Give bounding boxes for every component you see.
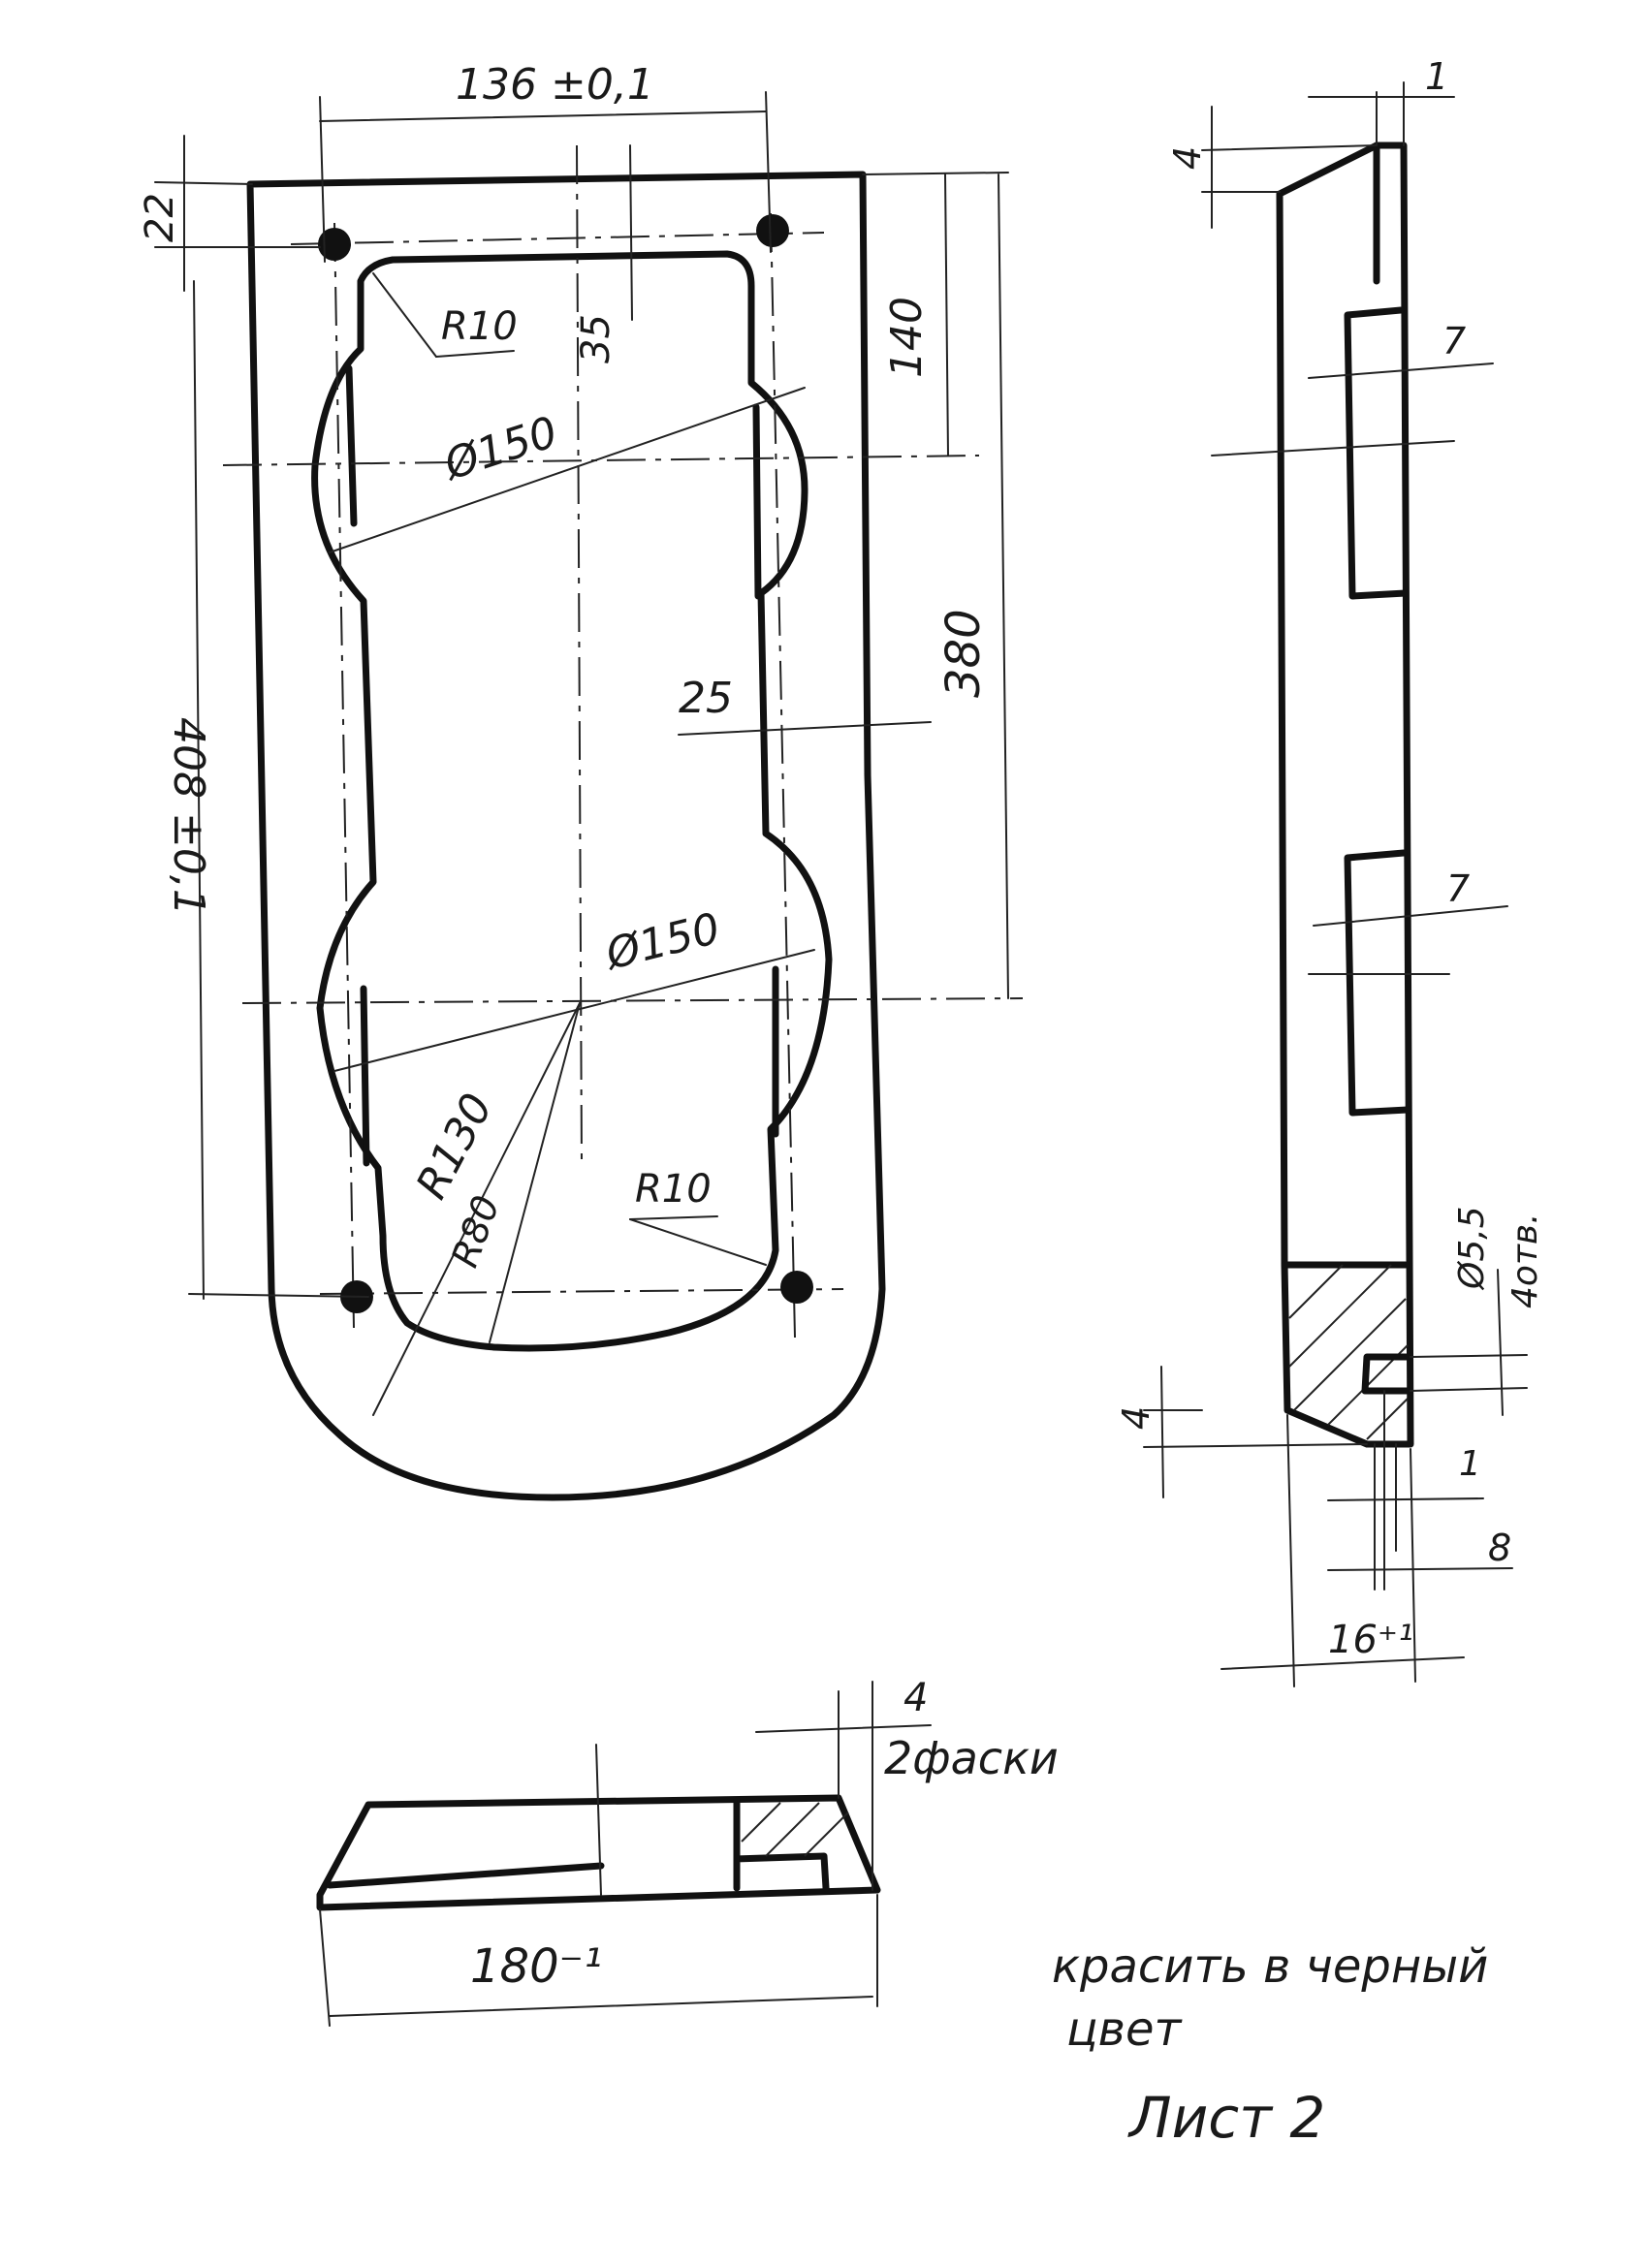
thickness-label: 16⁺¹ [1328, 1618, 1413, 1662]
bottom-chamfer-dim-line [1160, 1366, 1164, 1498]
paint-note-line1: красить в черный [1052, 1939, 1488, 1994]
bottom-view: 180⁻¹ 4 2фаски [316, 1676, 1059, 2027]
lower-r10-shelf [629, 1215, 718, 1220]
bottom-chamfer-label: 4 [1115, 1406, 1157, 1430]
upper-r10-shelf [435, 350, 515, 358]
recess-label: 8 [1488, 1527, 1511, 1569]
outer-radius-label: R130 [407, 1086, 503, 1207]
top-chamfer-ext1 [1201, 144, 1378, 151]
upper-slot [1344, 306, 1410, 600]
front-lower-axis [241, 997, 1024, 1004]
countersink-hole [1361, 1353, 1411, 1395]
front-vertical-axis [576, 144, 583, 1164]
recess-dim-line [1327, 1567, 1513, 1571]
right-groove-line [752, 403, 762, 600]
upper-center-ext [862, 172, 1009, 175]
thickness-dim-line [1220, 1656, 1465, 1670]
bottom-length-dim-line [329, 1996, 873, 2017]
bottom-chamfer-note: 2фаски [884, 1732, 1059, 1784]
front-outer-contour [246, 171, 886, 1501]
sheet-label: Лист 2 [1127, 2085, 1325, 2151]
hole-bottom-right [780, 1271, 813, 1304]
lower-r10-leader [629, 1218, 767, 1266]
hole-ext2 [1410, 1387, 1528, 1392]
front-right-hole-axis [770, 212, 796, 1339]
upper-r10-leader [372, 272, 437, 358]
height-ext-bottom [188, 1293, 369, 1298]
hole-top-right [756, 214, 789, 247]
upper-r10-label: R10 [441, 304, 518, 349]
left-groove-line-lower [360, 985, 370, 1167]
width-ext-right [765, 91, 772, 253]
lower-slot [1344, 849, 1411, 1117]
top-offset-ext1 [154, 181, 253, 185]
bottom-chamfer-ext2 [1143, 1443, 1368, 1448]
hole-offset-dim-line [629, 144, 633, 321]
bottom-outer-contour [316, 1794, 881, 1911]
bottom-step-dim-line [1327, 1497, 1484, 1501]
upper-slot-label: 7 [1442, 320, 1466, 362]
top-chamfer-label: 4 [1166, 146, 1209, 170]
front-view: 136 ±0,1 22 408 ±0,1 35 140 380 25 R10 Ø… [138, 60, 1024, 1501]
bottom-section-hatch [741, 1802, 849, 1857]
bottom-ext-left [319, 1908, 331, 2027]
hole-top-left [318, 228, 351, 261]
inner-radius-leader [489, 1002, 581, 1343]
thickness-ext2 [1410, 1448, 1416, 1683]
section-hatch [1288, 1264, 1409, 1440]
paint-note-line2: цвет [1066, 2002, 1183, 2057]
bottom-recess [733, 1797, 830, 1892]
side-view: 1 4 7 7 Ø5,5 4отв. 4 1 8 16⁺¹ [1115, 55, 1545, 1687]
hole-count-label: 4отв. [1505, 1213, 1545, 1308]
upper-dia-line [329, 387, 806, 553]
lower-center-dim-line [998, 173, 1009, 999]
bottom-length-label: 180⁻¹ [470, 1939, 602, 1994]
wall-width-dim-line [678, 721, 932, 736]
front-top-hole-axis [290, 232, 825, 245]
hole-dia-label: Ø5,5 [1452, 1206, 1492, 1291]
bottom-step-label: 1 [1459, 1444, 1481, 1484]
bottom-center-line [595, 1744, 602, 1896]
hole-dim-line [1497, 1269, 1504, 1416]
height-dim-label: 408 ±0,1 [164, 717, 213, 916]
thickness-ext1 [1286, 1414, 1295, 1687]
bottom-chamfer-label: 4 [903, 1676, 928, 1720]
front-left-hole-axis [333, 222, 355, 1329]
bottom-inner-line [326, 1862, 605, 1889]
bottom-chamfer-dim-line [755, 1724, 932, 1733]
lower-slot-label: 7 [1446, 867, 1470, 910]
side-outer-contour [1276, 142, 1414, 1448]
lower-dia-label: Ø150 [599, 903, 724, 980]
lower-center-label: 380 [936, 609, 991, 698]
upper-center-dim-line [944, 173, 949, 457]
lower-dia-line [333, 949, 815, 1072]
notes: красить в черный цвет Лист 2 [1052, 1939, 1488, 2151]
top-step-label: 1 [1425, 55, 1448, 98]
front-bottom-hole-axis [319, 1288, 844, 1295]
upper-slot-dim-line [1308, 362, 1494, 379]
width-dim-line [319, 110, 767, 122]
lower-slot-dim-line [1313, 905, 1508, 927]
upper-center-label: 140 [882, 297, 932, 378]
height-dim-line [193, 280, 205, 1300]
front-inner-window [311, 250, 833, 1352]
top-offset-label: 22 [138, 193, 182, 242]
lower-r10-label: R10 [635, 1167, 712, 1212]
hole-ext1 [1410, 1354, 1528, 1358]
wall-width-label: 25 [679, 674, 733, 723]
hole-offset-label: 35 [574, 314, 618, 363]
side-axis-top [1211, 440, 1455, 457]
width-dim-label: 136 ±0,1 [456, 60, 654, 110]
width-ext-left [319, 96, 326, 263]
outer-radius-leader [372, 1002, 581, 1416]
left-groove-line [345, 364, 358, 527]
